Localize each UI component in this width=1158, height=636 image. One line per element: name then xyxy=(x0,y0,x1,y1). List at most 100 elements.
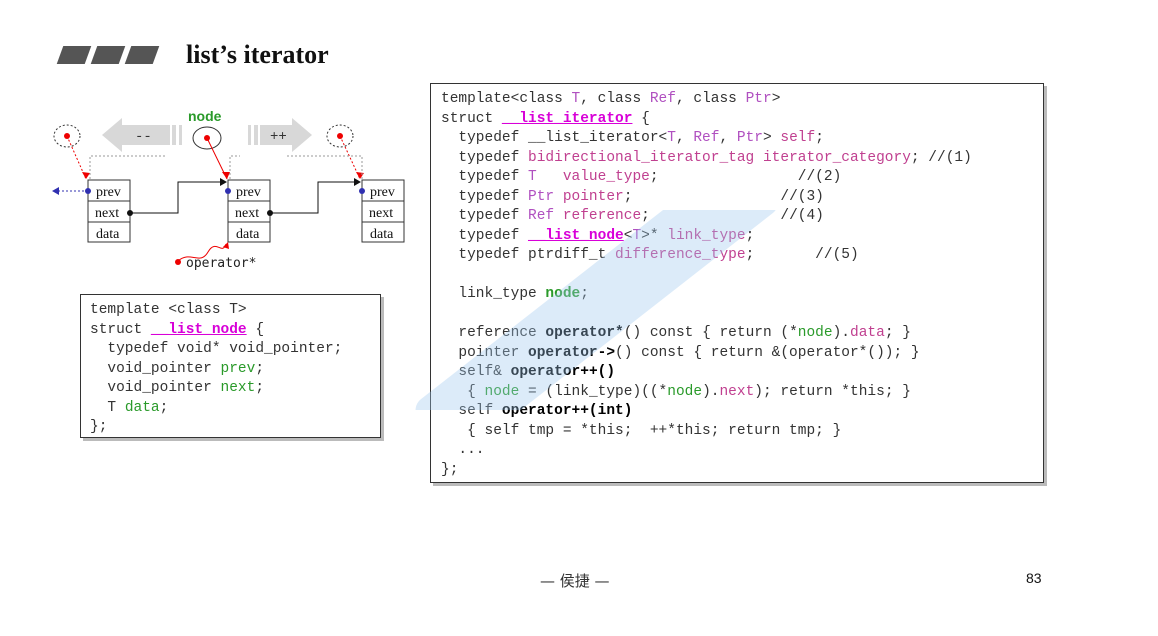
code-line: template <class T> xyxy=(90,301,380,321)
code-token: > xyxy=(771,91,781,107)
svg-text:prev: prev xyxy=(96,185,121,200)
operator-label: operator* xyxy=(186,256,256,271)
code-token: Ref xyxy=(528,208,555,224)
svg-text:data: data xyxy=(236,227,260,242)
code-token: typedef xyxy=(441,188,529,205)
code-token: Ptr xyxy=(528,188,555,205)
code-token: pointer xyxy=(441,344,529,361)
code-token: ; } xyxy=(884,325,911,341)
code-token: typedef ptrdiff_t xyxy=(441,247,616,263)
list-node-3: prev next data xyxy=(361,179,405,243)
svg-text:data: data xyxy=(370,227,394,242)
code-token: ; xyxy=(255,360,265,377)
code-token: node xyxy=(545,286,581,302)
footer-author: — 侯捷 — xyxy=(540,572,610,590)
node-label: node xyxy=(188,108,222,124)
list-diagram: -- ++ node prev next data xyxy=(52,108,405,271)
code-token: reference xyxy=(562,208,642,224)
code-token: link_type xyxy=(441,286,546,302)
code-token: struct xyxy=(90,321,151,338)
svg-text:next: next xyxy=(369,206,393,221)
code-token: next xyxy=(220,380,256,396)
code-token: Ref xyxy=(693,130,720,146)
code-token: T xyxy=(528,169,537,185)
code-line: typedef Ptr pointer; //(3) xyxy=(441,188,1043,208)
code-token: __list_node xyxy=(528,227,624,244)
code-token: prev xyxy=(220,360,256,377)
code-line: link_type node; xyxy=(441,285,1043,305)
code-token: typedef xyxy=(441,227,529,244)
code-token: ; xyxy=(815,130,824,146)
page-number: 83 xyxy=(1026,570,1042,586)
title-decoration xyxy=(56,46,160,64)
code-token: next xyxy=(719,383,755,400)
code-token: { self tmp = *this; ++*this; return tmp;… xyxy=(441,422,842,439)
code-line: T data; xyxy=(90,399,380,419)
code-token: ; //(2) xyxy=(649,169,842,185)
code-token: () const { return &(operator*()); } xyxy=(615,344,920,361)
code-line: struct __list_iterator { xyxy=(441,110,1043,130)
code-token: node xyxy=(667,383,703,400)
svg-text:next: next xyxy=(95,206,119,221)
code-token: typedef xyxy=(441,208,529,224)
code-token: ; xyxy=(255,380,265,396)
code-line: typedef __list_node<T>* link_type; xyxy=(441,227,1043,247)
code-token: void_pointer xyxy=(90,380,221,396)
code-token: typedef xyxy=(441,149,529,166)
code-token: link_type xyxy=(667,227,746,244)
code-line: typedef bidirectional_iterator_tag itera… xyxy=(441,149,1043,169)
slide-title: list’s iterator xyxy=(186,40,329,69)
code-token: typedef void* void_pointer; xyxy=(90,341,343,357)
code-token: ; //(5) xyxy=(745,247,859,263)
code-line: typedef T value_type; //(2) xyxy=(441,168,1043,188)
code-token: operator++() xyxy=(510,364,616,380)
code-token: }; xyxy=(90,419,108,435)
code-token: template<class xyxy=(441,91,572,107)
svg-text:prev: prev xyxy=(236,185,261,200)
code-token xyxy=(537,169,563,185)
code-token: operator* xyxy=(545,325,624,341)
code-line: }; xyxy=(90,418,380,438)
code-token: operator-> xyxy=(528,344,616,361)
code-token: reference xyxy=(441,325,546,341)
code-token: { xyxy=(441,383,485,400)
list-node-1: prev next data xyxy=(87,179,131,243)
code-token: template <class T> xyxy=(90,302,247,318)
code-token: pointer xyxy=(562,188,624,205)
code-line: pointer operator->() const { return &(op… xyxy=(441,344,1043,364)
code-token: operator++(int) xyxy=(501,403,633,419)
code-token: struct xyxy=(441,110,502,127)
svg-text:prev: prev xyxy=(370,185,395,200)
code-line: struct __list_node { xyxy=(90,321,380,341)
code-token: typedef xyxy=(441,169,529,185)
code-token: void_pointer xyxy=(90,360,221,377)
code-line: typedef __list_iterator<T, Ref, Ptr> sel… xyxy=(441,129,1043,149)
code-token: difference_type xyxy=(615,247,746,263)
code-token: { xyxy=(632,110,650,127)
code-token: self xyxy=(780,130,816,146)
code-line xyxy=(441,305,1043,325)
code-token: >* xyxy=(641,227,668,244)
code-token: node xyxy=(797,325,833,341)
code-token: ; xyxy=(745,227,755,244)
code-line: typedef Ref reference; //(4) xyxy=(441,207,1043,227)
code-token xyxy=(754,150,763,166)
code-token: ; //(3) xyxy=(623,188,824,205)
code-line: self& operator++() xyxy=(441,363,1043,383)
code-token: data xyxy=(850,325,885,341)
code-token xyxy=(554,189,563,205)
code-token: { xyxy=(246,321,265,338)
code-token: data xyxy=(124,399,160,416)
code-token: = (link_type)((* xyxy=(519,383,668,400)
code-token xyxy=(554,208,563,224)
code-line: { node = (link_type)((*node).next); retu… xyxy=(441,383,1043,403)
code-token: ; //(1) xyxy=(910,149,972,166)
list-node-code: template <class T> struct __list_node { t… xyxy=(80,294,381,438)
code-token: Ptr xyxy=(745,91,772,107)
code-line: ... xyxy=(441,441,1043,461)
list-node-2: prev next data xyxy=(227,179,271,243)
code-token: > xyxy=(762,130,781,146)
decrement-arrow: -- xyxy=(102,118,182,152)
minus-label: -- xyxy=(135,129,152,145)
code-token: typedef __list_iterator< xyxy=(441,130,668,146)
